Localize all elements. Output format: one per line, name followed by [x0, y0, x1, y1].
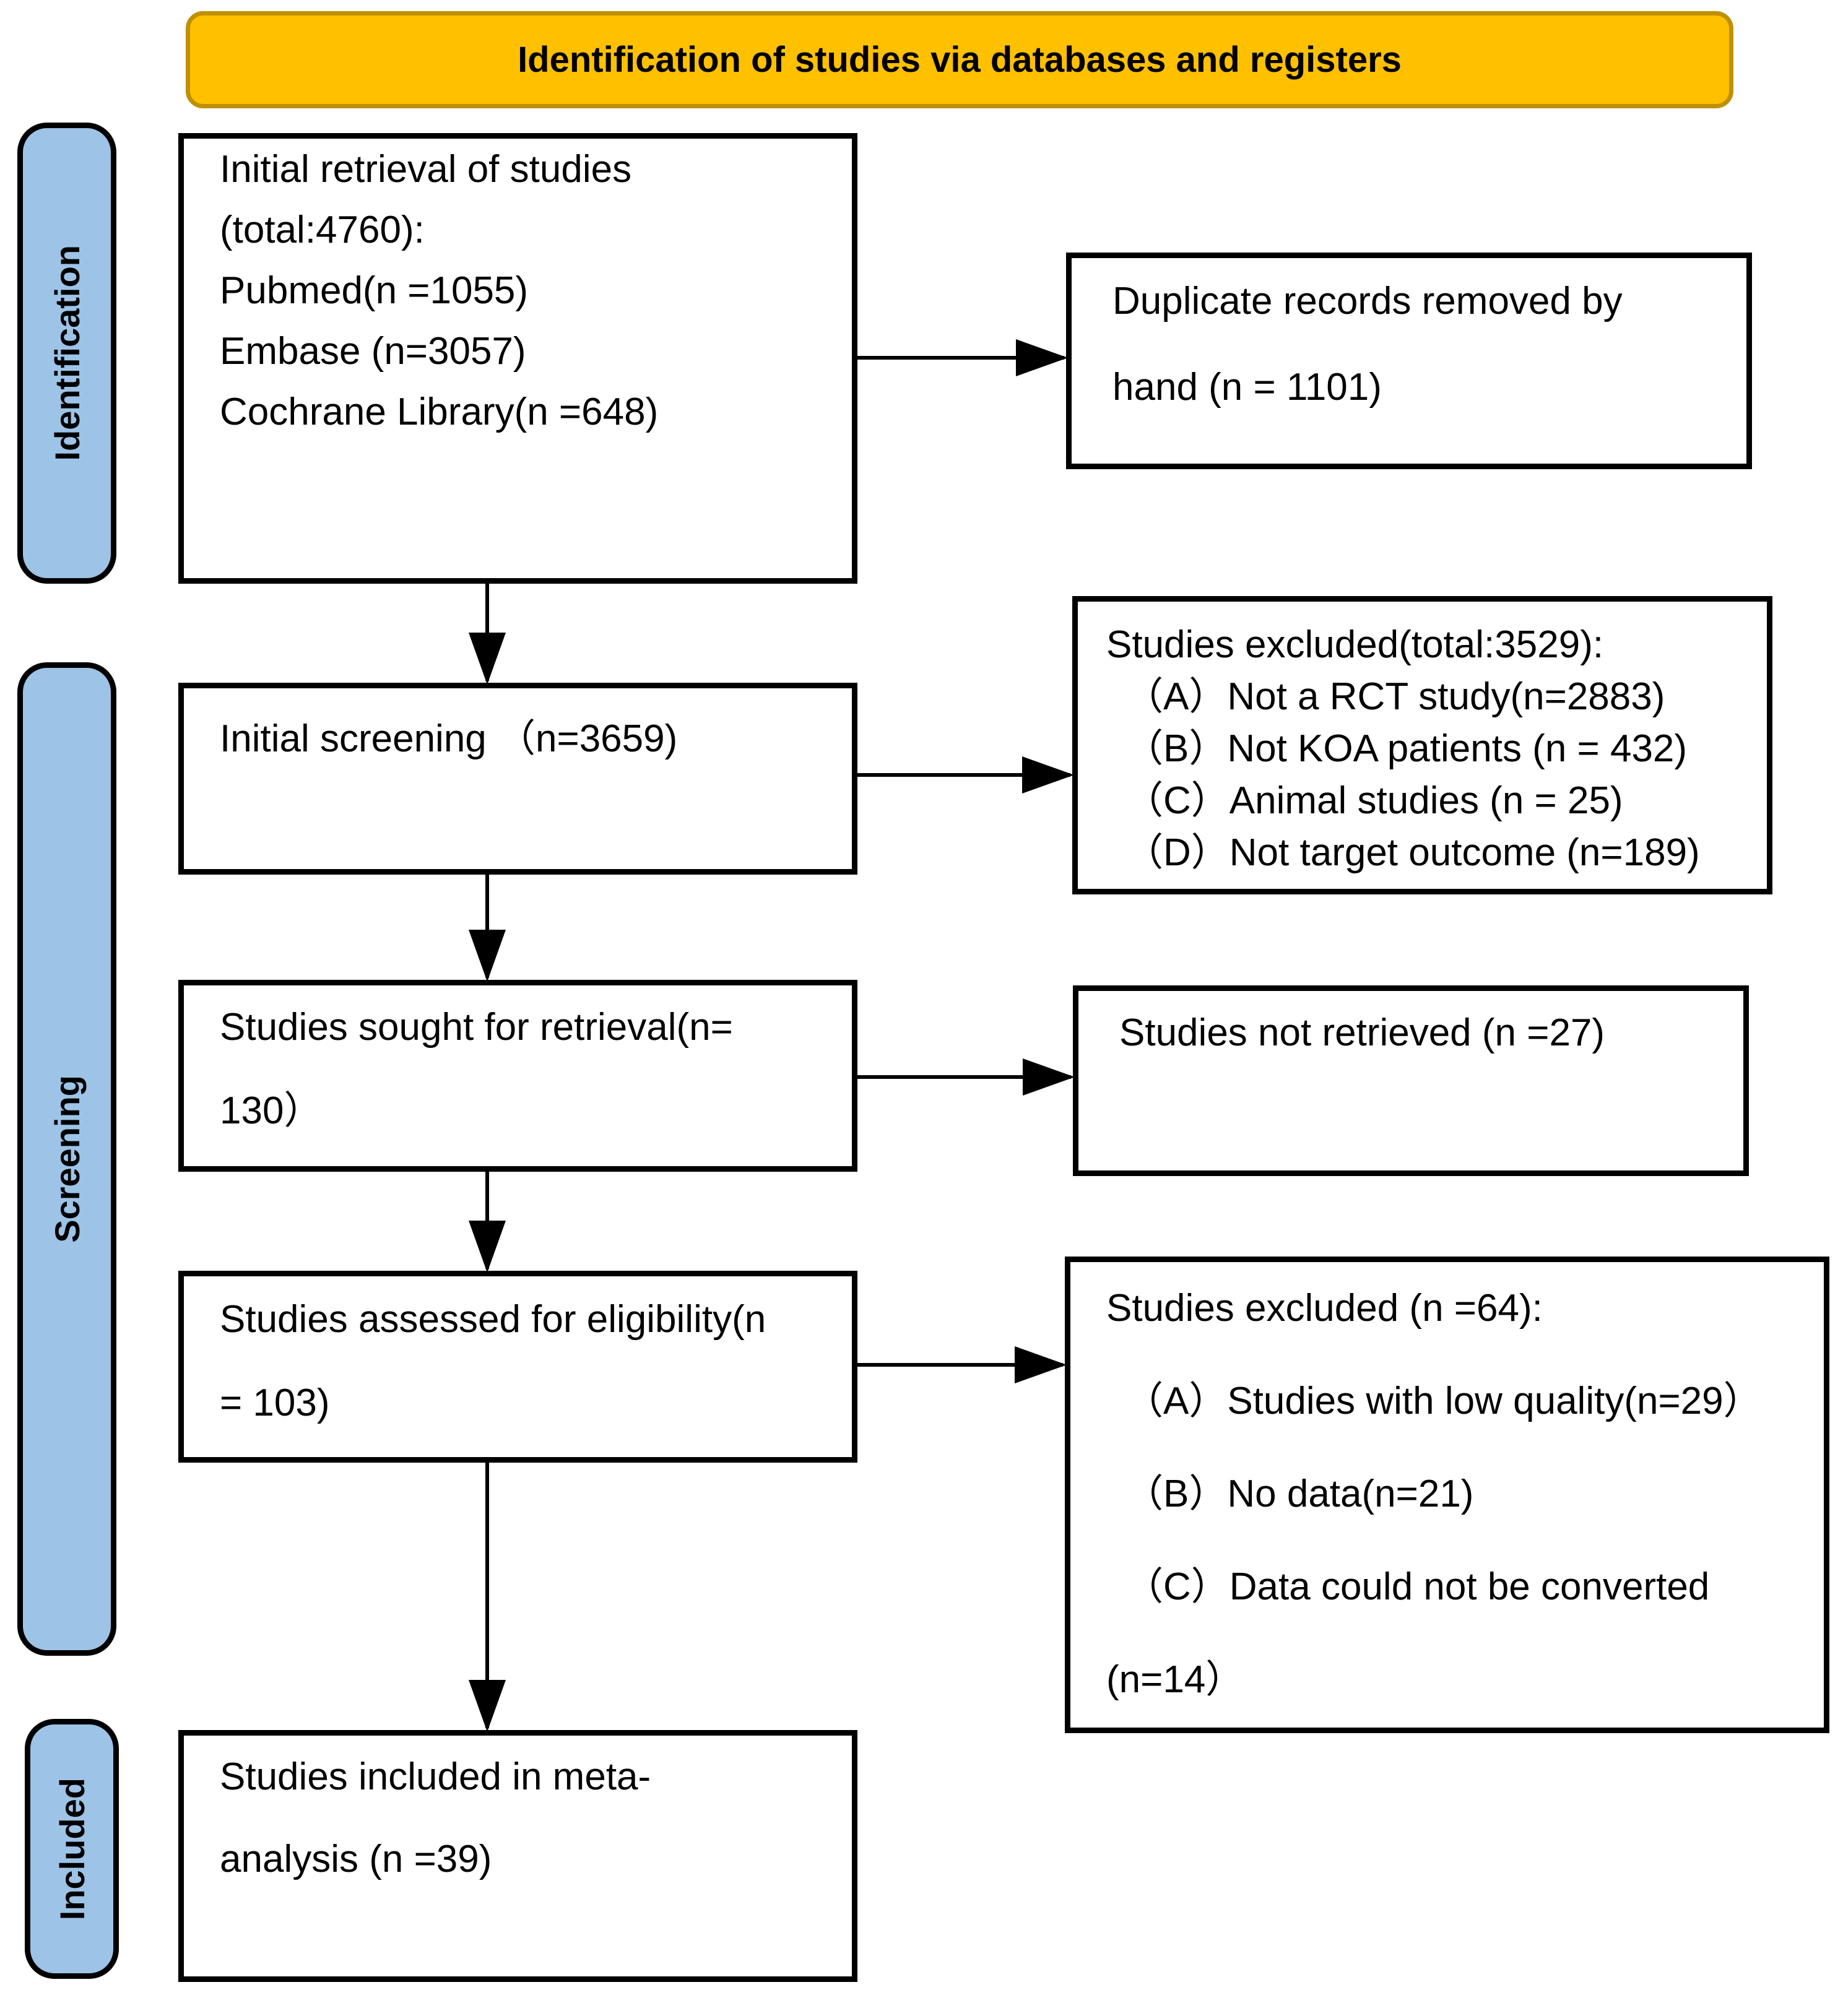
- stage-label-screening-text: Screening: [47, 1075, 87, 1243]
- box-assessed-for-eligibility-line: Studies assessed for eligibility(n: [220, 1298, 766, 1341]
- box-sought-for-retrieval-line: Studies sought for retrieval(n=: [220, 1006, 733, 1049]
- box-assessed-for-eligibility-line: = 103): [220, 1382, 330, 1424]
- stage-label-included: Included: [25, 1719, 119, 1979]
- box-excluded-after-screening-line: Studies excluded(total:3529):: [1106, 623, 1604, 666]
- box-duplicates-removed-line: hand (n = 1101): [1112, 366, 1382, 409]
- box-assessed-for-eligibility: Studies assessed for eligibility(n = 103…: [178, 1271, 857, 1463]
- box-included-in-meta-analysis-line: Studies included in meta-: [220, 1755, 651, 1798]
- box-excluded-after-eligibility-line: Studies excluded (n =64):: [1106, 1287, 1543, 1330]
- box-excluded-after-screening: Studies excluded(total:3529): （A）Not a R…: [1072, 596, 1772, 894]
- box-sought-for-retrieval: Studies sought for retrieval(n= 130）: [178, 980, 857, 1172]
- box-duplicates-removed-line: Duplicate records removed by: [1112, 280, 1623, 322]
- box-excluded-after-eligibility-line: （B）No data(n=21): [1125, 1473, 1474, 1515]
- box-initial-retrieval-line: Pubmed(n =1055): [220, 269, 529, 312]
- box-excluded-after-eligibility-line: （C）Data could not be converted: [1125, 1565, 1710, 1608]
- box-initial-screening-line: Initial screening （n=3659): [220, 717, 678, 760]
- box-initial-retrieval-line: Cochrane Library(n =648): [220, 391, 659, 433]
- box-initial-retrieval-line: Initial retrieval of studies: [220, 148, 632, 191]
- box-excluded-after-screening-line: （A）Not a RCT study(n=2883): [1125, 675, 1665, 718]
- box-sought-for-retrieval-line: 130）: [220, 1089, 323, 1132]
- box-excluded-after-screening-line: （C）Animal studies (n = 25): [1125, 779, 1623, 822]
- box-not-retrieved: Studies not retrieved (n =27): [1073, 985, 1749, 1176]
- header-title: Identification of studies via databases …: [518, 40, 1402, 80]
- header-banner: Identification of studies via databases …: [186, 11, 1733, 108]
- box-included-in-meta-analysis: Studies included in meta- analysis (n =3…: [178, 1730, 857, 1982]
- box-initial-retrieval-line: Embase (n=3057): [220, 330, 526, 373]
- box-excluded-after-eligibility-line: (n=14）: [1106, 1658, 1244, 1701]
- stage-label-identification-text: Identification: [47, 245, 87, 461]
- box-initial-screening: Initial screening （n=3659): [178, 683, 857, 875]
- box-initial-retrieval: Initial retrieval of studies (total:4760…: [178, 133, 857, 584]
- stage-label-screening: Screening: [17, 662, 116, 1656]
- box-duplicates-removed: Duplicate records removed by hand (n = 1…: [1066, 253, 1752, 469]
- box-excluded-after-screening-line: （D）Not target outcome (n=189): [1125, 831, 1700, 874]
- box-not-retrieved-line: Studies not retrieved (n =27): [1119, 1011, 1605, 1054]
- box-excluded-after-screening-line: （B）Not KOA patients (n = 432): [1125, 727, 1688, 770]
- box-included-in-meta-analysis-line: analysis (n =39): [220, 1838, 492, 1880]
- stage-label-identification: Identification: [17, 123, 116, 584]
- box-excluded-after-eligibility-line: （A）Studies with low quality(n=29）: [1125, 1380, 1762, 1422]
- box-initial-retrieval-line: (total:4760):: [220, 209, 425, 251]
- box-excluded-after-eligibility: Studies excluded (n =64): （A）Studies wit…: [1065, 1257, 1829, 1733]
- stage-label-included-text: Included: [52, 1777, 92, 1921]
